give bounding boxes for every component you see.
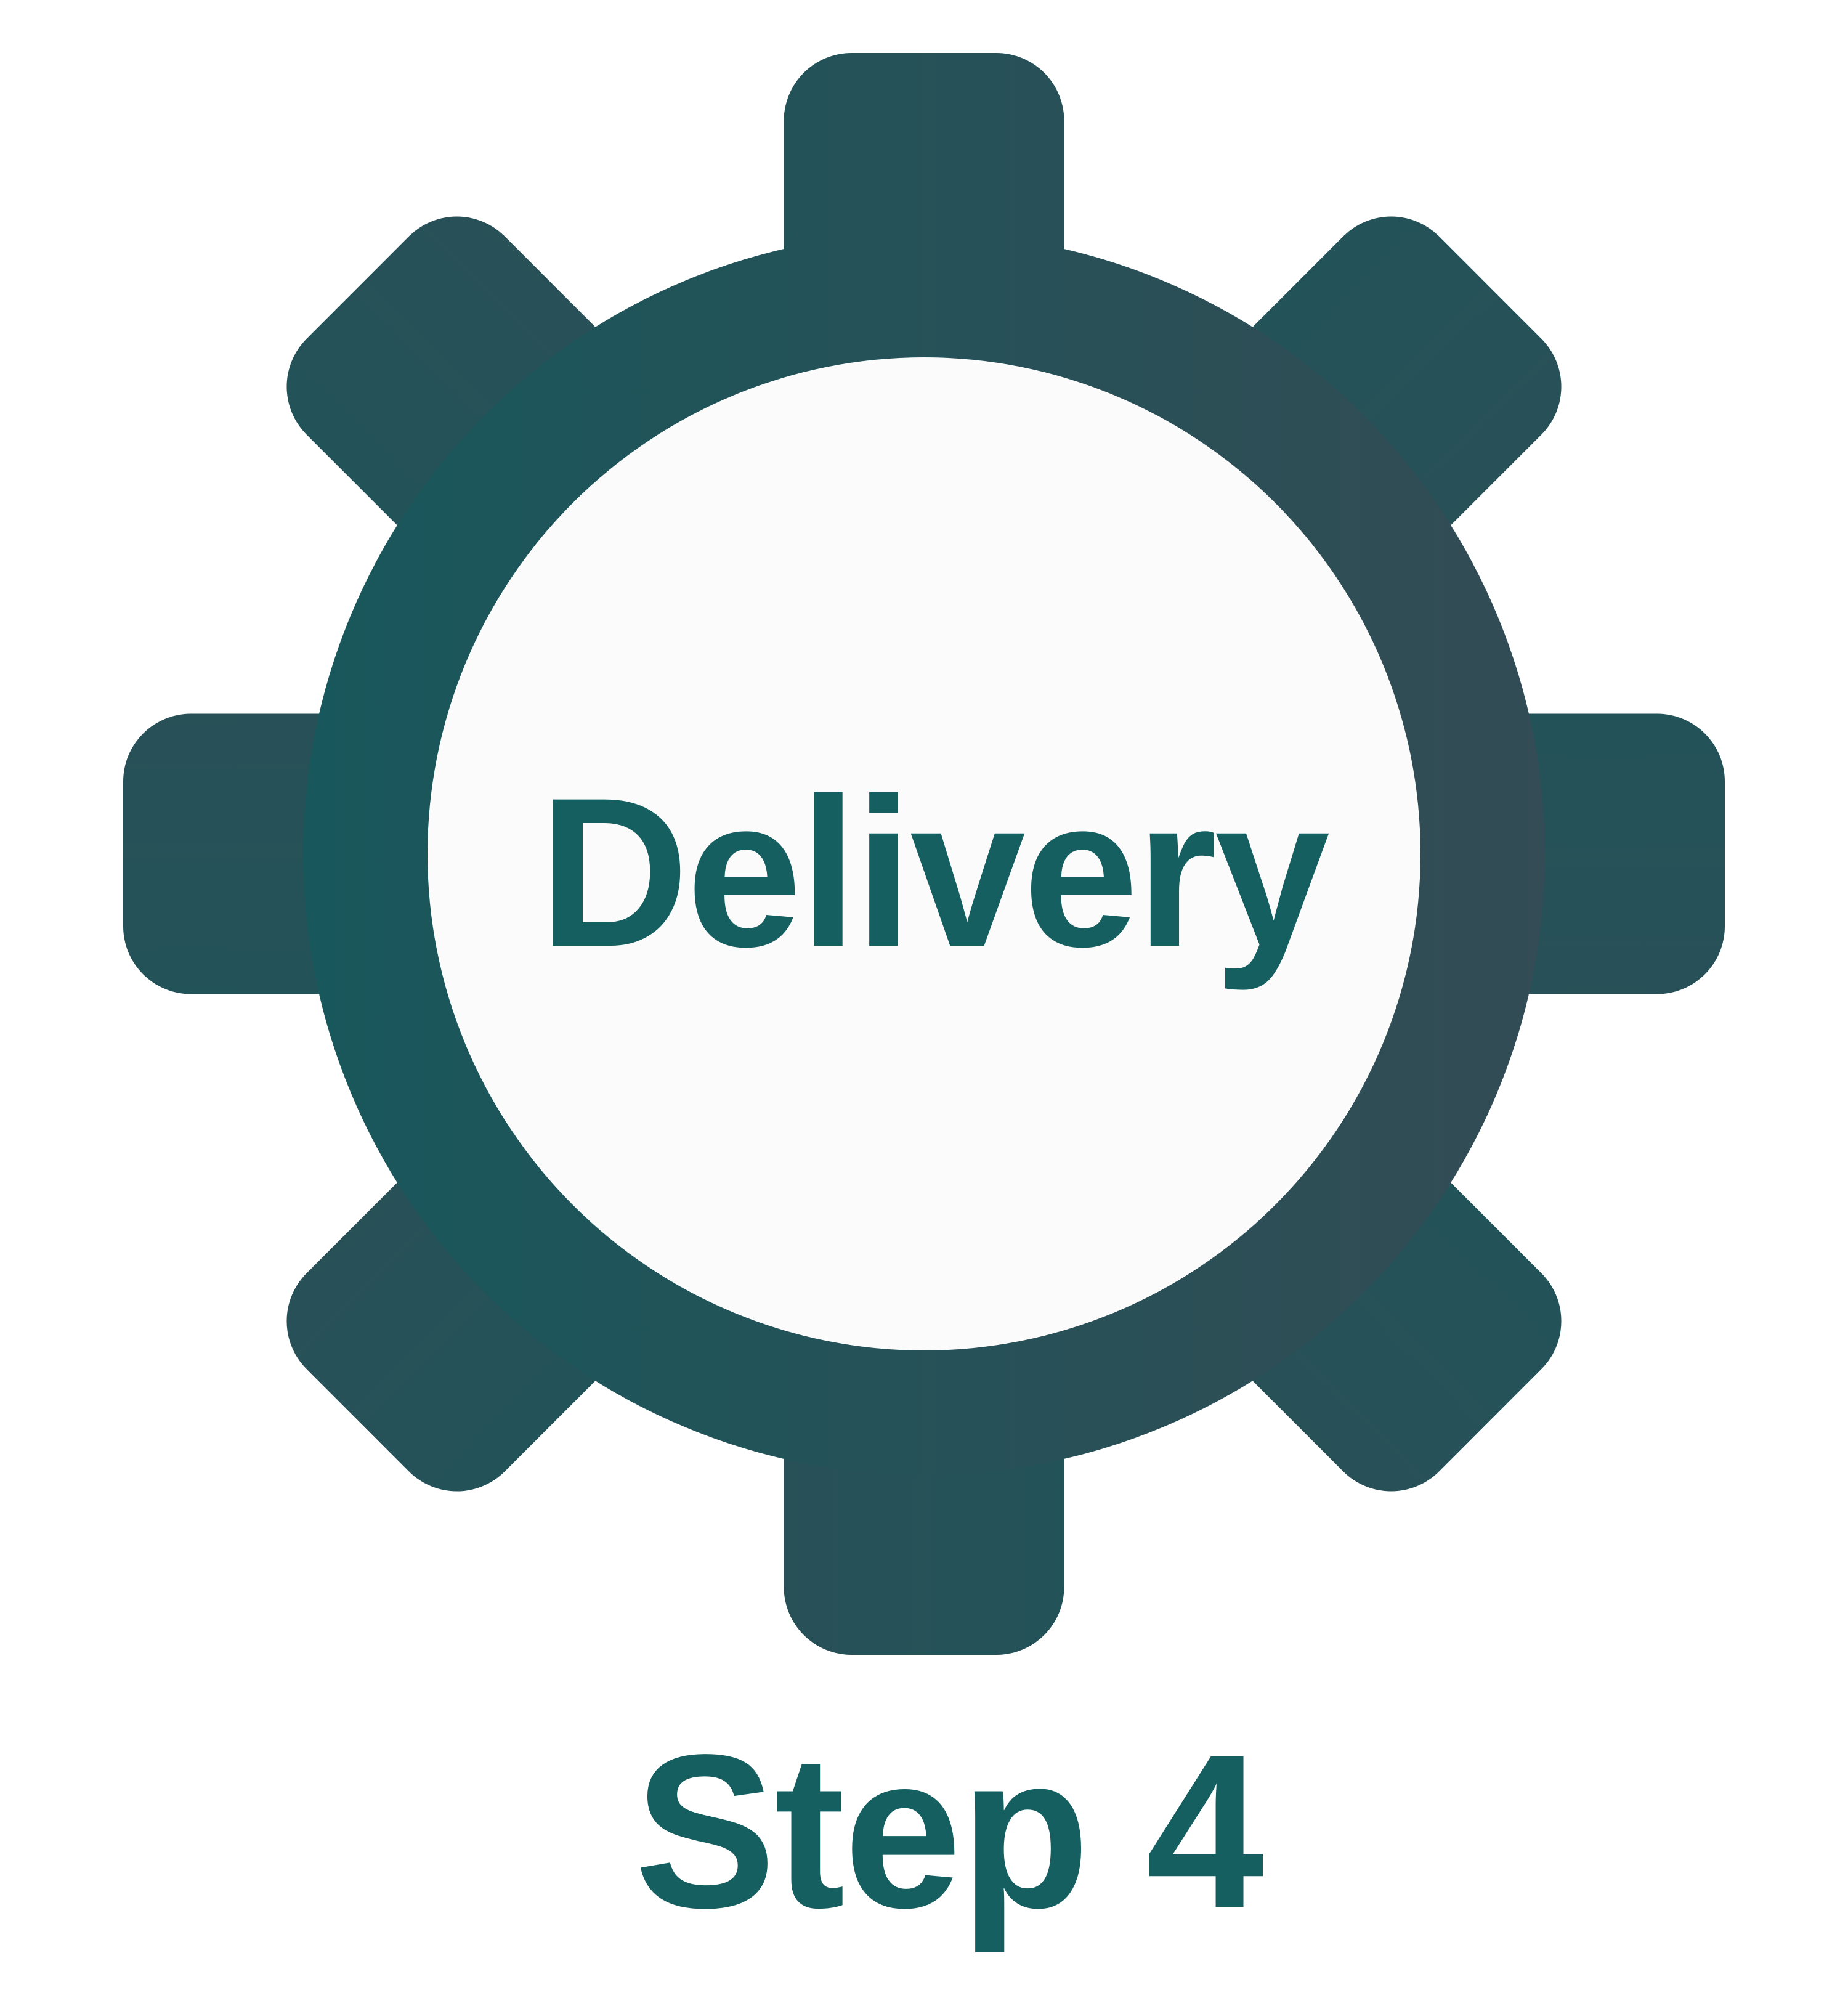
gear-center-circle — [428, 357, 1420, 1350]
gear-label: Delivery — [539, 754, 1331, 992]
step-label: Step 4 — [634, 1710, 1265, 1955]
